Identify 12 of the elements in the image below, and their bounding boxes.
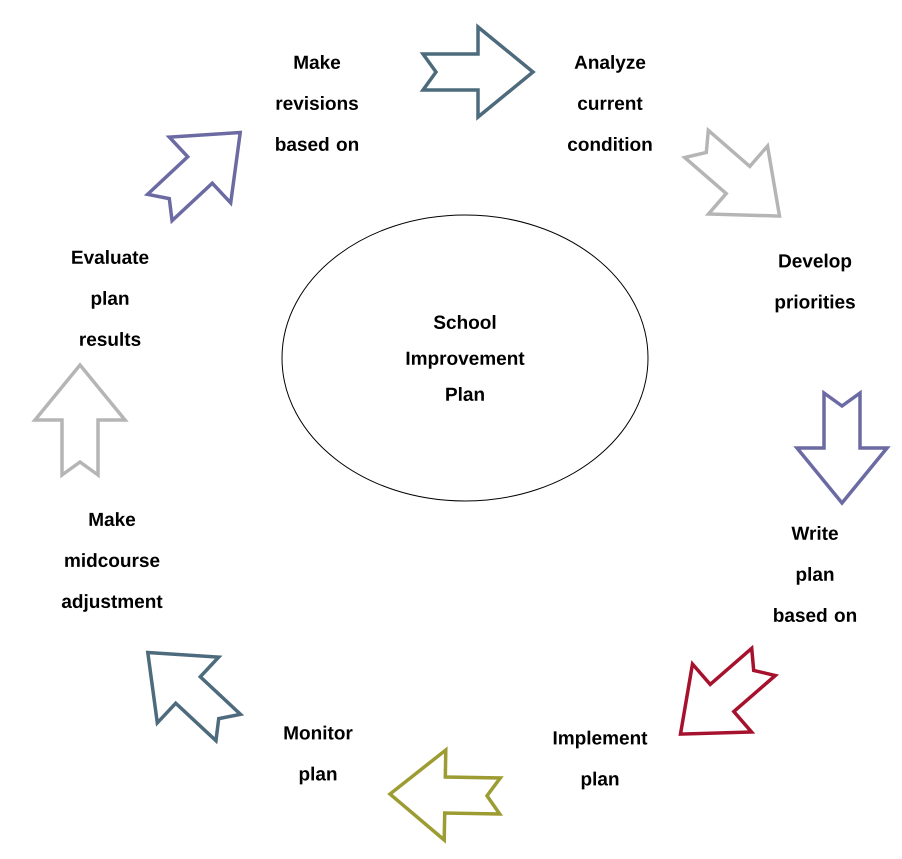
block-arrow — [793, 390, 891, 506]
block-arrow — [420, 23, 536, 121]
step-label: Develop priorities — [776, 254, 855, 312]
block-arrow — [31, 362, 129, 478]
step-label: Monitor plan — [284, 726, 353, 784]
step-label: Write plan based on — [774, 526, 856, 622]
step-label: Make midcourse adjustment — [62, 512, 162, 612]
block-arrow — [387, 746, 504, 844]
step-label: Implement plan — [554, 730, 648, 790]
step-label: Evaluate plan results — [72, 250, 148, 346]
step-label: Make revisions based on — [276, 55, 358, 151]
step-label: Analyze current condition — [568, 55, 652, 151]
